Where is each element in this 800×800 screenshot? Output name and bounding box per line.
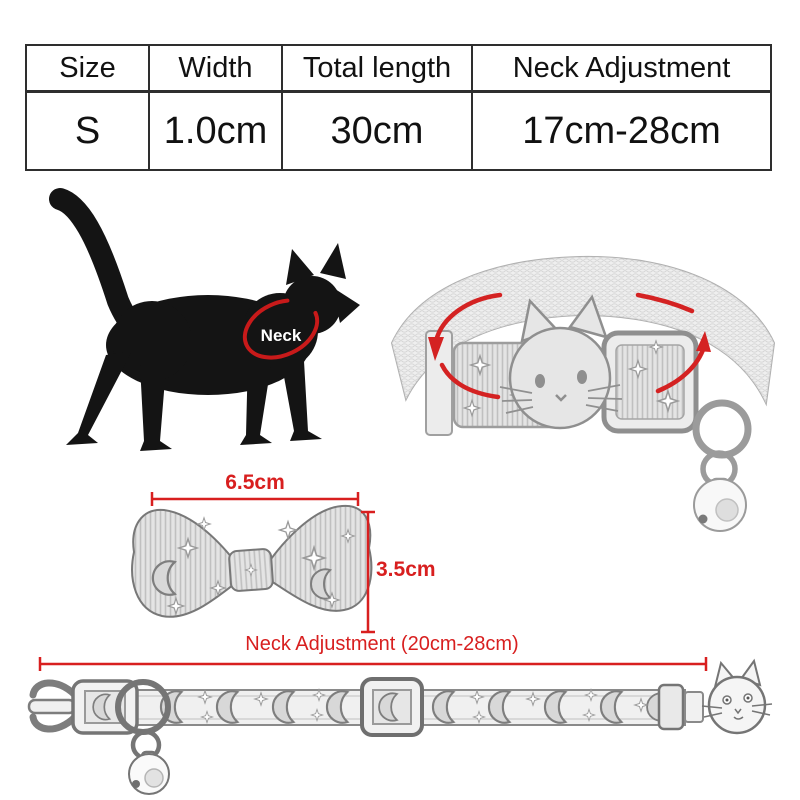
cat-front-leg [280, 355, 322, 441]
bell-icon [128, 750, 170, 795]
bell-icon [693, 477, 747, 532]
cat-ear [286, 249, 314, 285]
strap-keeper [657, 683, 685, 731]
bow-width-label: 6.5cm [225, 471, 285, 494]
neck-label: Neck [260, 326, 302, 345]
cat-front-leg [240, 355, 272, 445]
bow-tie-icon [131, 504, 373, 618]
collar-with-bell-graphic [390, 255, 776, 532]
adjustment-arrows-icon [433, 292, 707, 400]
slide-adjuster-icon [360, 677, 424, 737]
collar-band-texture [392, 256, 774, 403]
width-measure-line [150, 492, 360, 506]
neck-measure-arc-icon [242, 298, 320, 360]
cell-width: 1.0cm [148, 90, 283, 171]
cell-neck-adjustment: 17cm-28cm [471, 90, 772, 171]
cell-size: S [25, 90, 150, 171]
length-measure-line [38, 657, 708, 671]
cat-face-buckle-icon [499, 294, 623, 430]
flat-collar-graphic [27, 657, 773, 795]
table-header-row: Size Width Total length Neck Adjustment [25, 44, 772, 93]
cat-face-charm-icon [701, 658, 773, 735]
height-measure-line [361, 510, 375, 634]
collar-ring [692, 399, 752, 459]
cat-ear [320, 243, 346, 279]
table-row: S 1.0cm 30cm 17cm-28cm [25, 90, 772, 171]
arrowhead-down-icon [428, 337, 444, 361]
column-header-size: Size [25, 44, 150, 93]
column-header-width: Width [148, 44, 283, 93]
flat-collar-adjustment-label: Neck Adjustment (20cm-28cm) [245, 633, 519, 655]
arrowhead-up-icon [696, 331, 711, 352]
cat-hind-leg [140, 365, 172, 451]
cat-silhouette-graphic [49, 188, 360, 451]
walking-cat-icon [49, 188, 360, 451]
cat-hind-leg [66, 351, 132, 445]
cell-total-length: 30cm [281, 90, 473, 171]
cat-head [283, 276, 341, 334]
column-header-total-length: Total length [281, 44, 473, 93]
strap-connector [684, 691, 704, 723]
size-spec-table: Size Width Total length Neck Adjustment … [25, 44, 772, 171]
column-header-neck-adjustment: Neck Adjustment [471, 44, 772, 93]
bow-height-label: 3.5cm [376, 558, 436, 581]
bow-tie-graphic [131, 492, 375, 634]
